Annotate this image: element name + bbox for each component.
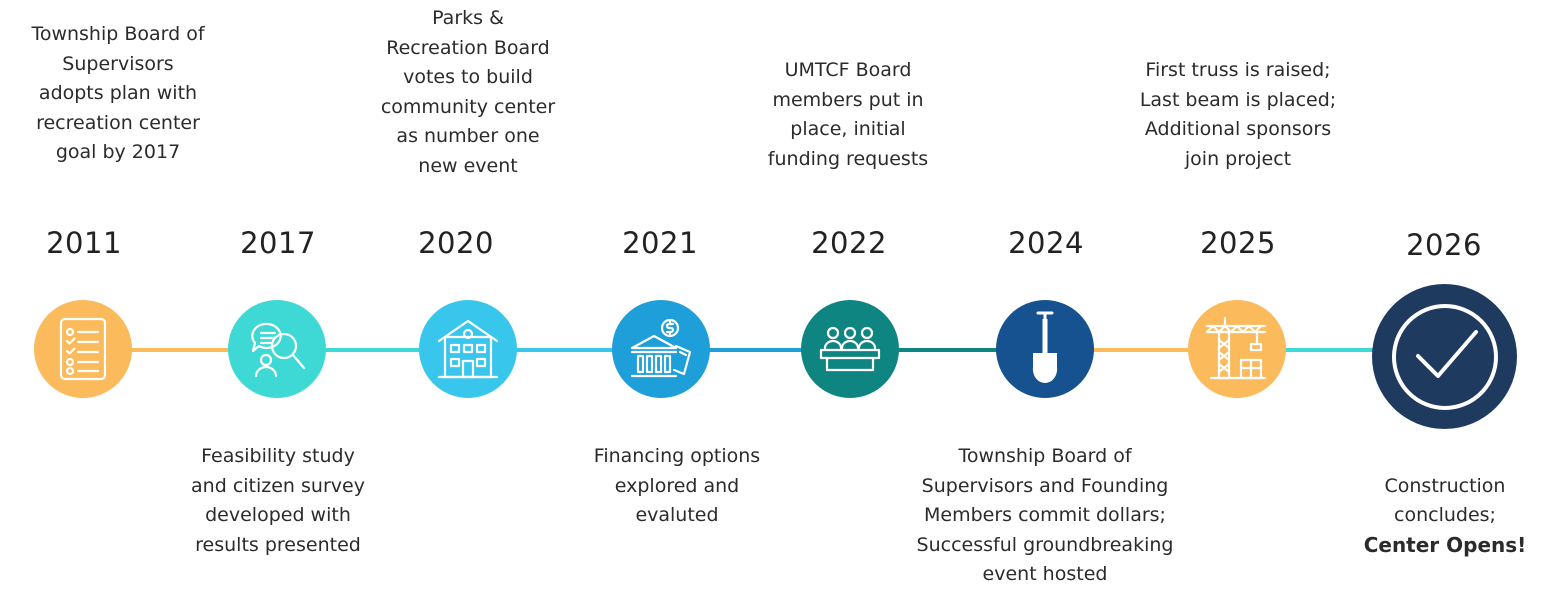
connector-1 — [128, 348, 240, 352]
checkmark-icon — [1391, 303, 1498, 410]
milestone-year: 2011 — [46, 226, 122, 260]
milestone-year: 2021 — [622, 226, 698, 260]
connector-4 — [708, 348, 814, 352]
milestone-year: 2022 — [811, 226, 887, 260]
milestone-description: UMTCF Board members put in place, initia… — [767, 59, 929, 170]
center-opens-label: Center Opens! — [1363, 532, 1527, 557]
connector-6 — [1090, 348, 1200, 352]
connector-2 — [322, 348, 428, 352]
board-members-icon — [819, 326, 881, 372]
milestone-year: 2025 — [1200, 226, 1276, 260]
milestone-year: 2020 — [418, 226, 494, 260]
milestone-description: Construction concludes; Center Opens! — [1320, 442, 1550, 590]
milestone-node — [801, 300, 899, 398]
milestone-node — [419, 300, 517, 398]
milestone-node — [34, 300, 132, 398]
connector-5 — [896, 348, 1008, 352]
shovel-icon — [1032, 311, 1058, 384]
milestone-description: Township Board of Supervisors and Foundi… — [916, 445, 1174, 585]
milestone-node — [1372, 284, 1517, 429]
milestone-description: Parks & Recreation Board votes to build … — [380, 7, 556, 177]
connector-3 — [515, 348, 625, 352]
milestone-description: Township Board of Supervisors adopts pla… — [31, 23, 205, 163]
milestone-year: 2026 — [1406, 228, 1482, 262]
building-icon — [437, 319, 499, 379]
milestone-year: 2017 — [240, 226, 316, 260]
milestone-description: Financing options explored and evaluted — [593, 445, 761, 526]
connector-7 — [1283, 348, 1383, 352]
milestone-year: 2024 — [1008, 226, 1084, 260]
bank-money-icon — [630, 318, 692, 378]
construction-crane-icon — [1205, 316, 1267, 380]
milestone-node — [612, 300, 710, 398]
milestone-description: Feasibility study and citizen survey dev… — [191, 445, 365, 556]
milestone-node — [228, 300, 326, 398]
research-search-icon — [251, 322, 306, 378]
milestone-node — [1188, 300, 1286, 398]
milestone-description: First truss is raised; Last beam is plac… — [1139, 59, 1337, 170]
milestone-node — [996, 300, 1094, 398]
milestone-description-text: Construction concludes; — [1384, 474, 1506, 527]
checklist-icon — [59, 317, 107, 381]
